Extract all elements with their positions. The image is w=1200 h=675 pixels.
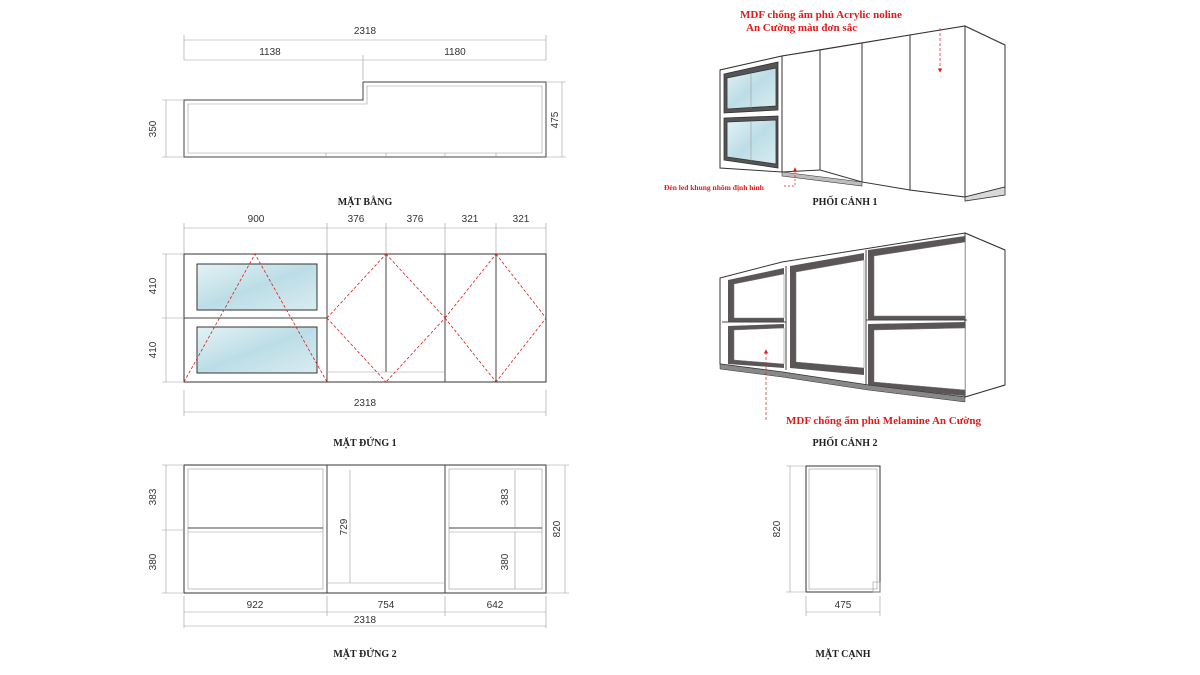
elev1-dim-3: 321 bbox=[462, 214, 479, 225]
elev2-dim-0: 922 bbox=[247, 600, 264, 611]
elev1-dim-1: 376 bbox=[348, 214, 365, 225]
elev1-dim-4: 321 bbox=[513, 214, 530, 225]
elev2-outline bbox=[183, 464, 547, 594]
perspective-2: MDF chống ẩm phủ Melamine An Cường PHỐI … bbox=[719, 232, 1006, 449]
elev1-dim-0: 900 bbox=[248, 214, 265, 225]
elev2-dim-height: 820 bbox=[552, 520, 563, 537]
side-title: MẶT CẠNH bbox=[815, 647, 870, 660]
elev1-dim-2: 376 bbox=[407, 214, 424, 225]
side-view: 820 475 MẶT CẠNH bbox=[772, 465, 881, 660]
elev2-dim-1: 754 bbox=[378, 600, 395, 611]
plan-dim-total: 2318 bbox=[354, 26, 377, 37]
plan-dim-depth-right: 475 bbox=[550, 111, 561, 128]
plan-dim-depth-left: 350 bbox=[148, 120, 159, 137]
glass-panel-bottom bbox=[196, 326, 318, 374]
side-dim-depth: 475 bbox=[835, 600, 852, 611]
door-swing-lines bbox=[183, 253, 547, 383]
elev2-dim-right-top: 383 bbox=[500, 488, 511, 505]
plan-title: MẶT BẰNG bbox=[338, 195, 393, 208]
plan-view: 2318 1138 1180 350 475 MẶT BẰNG bbox=[148, 26, 566, 208]
front-elevation-2: 729 383 380 383 380 820 922 754 642 2318… bbox=[148, 464, 569, 660]
elev2-dim-mid: 729 bbox=[339, 518, 350, 535]
elev2-dim-total: 2318 bbox=[354, 615, 377, 626]
elev2-dim-right-bottom: 380 bbox=[500, 553, 511, 570]
side-dim-height: 820 bbox=[772, 520, 783, 537]
elev2-dim-left-top: 383 bbox=[148, 488, 159, 505]
persp2-title: PHỐI CẢNH 2 bbox=[813, 436, 878, 449]
side-outline bbox=[805, 465, 881, 593]
persp1-note-line1: MDF chống ẩm phủ Acrylic noline bbox=[740, 9, 902, 21]
persp2-note: MDF chống ẩm phủ Melamine An Cường bbox=[786, 415, 982, 427]
elev1-dim-h-bottom: 410 bbox=[148, 341, 159, 358]
plan-outline bbox=[183, 81, 547, 158]
persp1-led-note: Đèn led khung nhôm định hình bbox=[664, 183, 765, 192]
elev2-title: MẶT ĐỨNG 2 bbox=[333, 647, 396, 660]
persp1-note-line2: An Cường màu đơn sắc bbox=[746, 22, 857, 34]
persp1-title: PHỐI CẢNH 1 bbox=[813, 195, 878, 208]
elev1-dim-h-top: 410 bbox=[148, 277, 159, 294]
elev1-title: MẶT ĐỨNG 1 bbox=[333, 436, 396, 449]
glass-panel-top bbox=[196, 263, 318, 311]
elev2-dim-left-bottom: 380 bbox=[148, 553, 159, 570]
perspective-1: MDF chống ẩm phủ Acrylic noline An Cường… bbox=[664, 9, 1006, 208]
plan-dim-left: 1138 bbox=[259, 47, 281, 58]
elev1-dim-total: 2318 bbox=[354, 398, 377, 409]
plan-dim-right: 1180 bbox=[444, 47, 466, 58]
front-elevation-1: 900 376 376 321 321 410 410 bbox=[148, 214, 547, 449]
elev2-dim-2: 642 bbox=[487, 600, 504, 611]
